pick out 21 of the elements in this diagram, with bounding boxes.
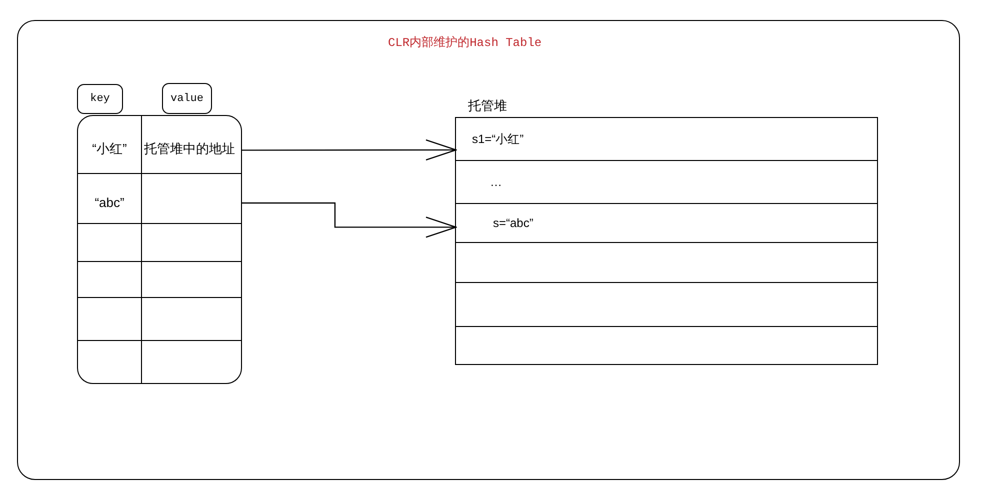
table-row — [78, 297, 241, 340]
heap-entry-text: s=“abc” — [493, 215, 534, 231]
key-text: “abc” — [94, 194, 124, 210]
arrow — [241, 139, 457, 161]
header-text: key — [90, 92, 110, 106]
value-text: 托管堆中的地址 — [144, 140, 235, 156]
heap-entry-text: … — [490, 174, 502, 190]
column-header — [77, 84, 123, 114]
heap-heading: 托管堆 — [468, 98, 507, 114]
hash-table — [77, 115, 242, 384]
header-text: value — [170, 92, 204, 106]
outer-frame — [17, 20, 960, 480]
arrow — [241, 202, 457, 238]
table-row — [78, 340, 241, 383]
table-row — [78, 261, 241, 297]
heap-entry-text: s1=“小红” — [472, 131, 524, 147]
frame-title: CLR内部维护的Hash Table — [388, 35, 542, 51]
column-header — [162, 83, 212, 114]
key-text: “小红” — [92, 140, 127, 156]
table-row — [78, 173, 241, 223]
table-row — [78, 223, 241, 261]
